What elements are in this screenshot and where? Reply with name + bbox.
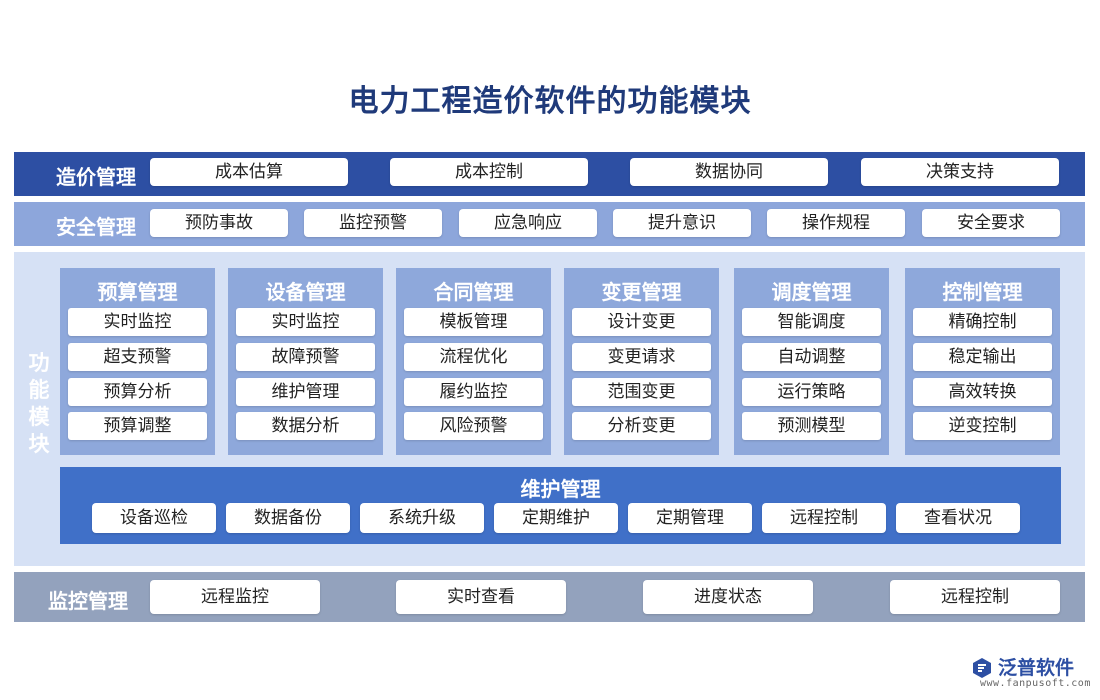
monitor-item[interactable]: 进度状态 — [643, 580, 813, 614]
brand-name: 泛普软件 — [998, 657, 1075, 679]
module-title: 设备管理 — [265, 280, 346, 304]
safety-management-band: 安全管理 预防事故 监控预警 应急响应 提升意识 操作规程 安全要求 — [14, 202, 1085, 246]
safety-item[interactable]: 操作规程 — [767, 209, 905, 237]
monitoring-management-band: 监控管理 远程监控 实时查看 进度状态 远程控制 — [14, 572, 1085, 622]
module-card-contract: 合同管理 模板管理 流程优化 履约监控 风险预警 — [396, 268, 551, 455]
monitor-item[interactable]: 远程控制 — [890, 580, 1060, 614]
module-item[interactable]: 超支预警 — [68, 343, 207, 371]
module-item[interactable]: 设计变更 — [572, 308, 711, 336]
module-item[interactable]: 预测模型 — [742, 412, 881, 440]
module-item[interactable]: 精确控制 — [913, 308, 1052, 336]
cost-item[interactable]: 决策支持 — [861, 158, 1059, 186]
brand-logo: 泛普软件 www.fanpusoft.com — [968, 653, 1093, 693]
safety-management-label: 安全管理 — [56, 215, 136, 239]
module-item[interactable]: 分析变更 — [572, 412, 711, 440]
module-item[interactable]: 实时监控 — [68, 308, 207, 336]
cost-item[interactable]: 成本控制 — [390, 158, 588, 186]
page-title: 电力工程造价软件的功能模块 — [348, 84, 752, 119]
brand-url: www.fanpusoft.com — [980, 678, 1091, 689]
module-item[interactable]: 维护管理 — [236, 378, 375, 406]
label-char: 能 — [28, 378, 50, 402]
label-char: 功 — [28, 351, 50, 375]
label-char: 模 — [28, 405, 50, 429]
monitor-item[interactable]: 实时查看 — [396, 580, 566, 614]
module-title: 合同管理 — [433, 280, 514, 304]
function-modules-band: 功 能 模 块 预算管理 实时监控 超支预警 预算分析 预算调整 设备管理 实时… — [14, 252, 1085, 566]
module-item[interactable]: 预算调整 — [68, 412, 207, 440]
module-title: 调度管理 — [771, 280, 852, 304]
module-title: 控制管理 — [942, 280, 1023, 304]
module-title: 变更管理 — [601, 280, 682, 304]
module-item[interactable]: 故障预警 — [236, 343, 375, 371]
module-item[interactable]: 逆变控制 — [913, 412, 1052, 440]
module-item[interactable]: 流程优化 — [404, 343, 543, 371]
monitor-item[interactable]: 远程监控 — [150, 580, 320, 614]
cost-management-label: 造价管理 — [56, 165, 136, 189]
maintenance-item[interactable]: 系统升级 — [360, 503, 484, 533]
maintenance-item[interactable]: 定期管理 — [628, 503, 752, 533]
maintenance-item[interactable]: 查看状况 — [896, 503, 1020, 533]
module-item[interactable]: 预算分析 — [68, 378, 207, 406]
label-char: 块 — [28, 432, 50, 456]
module-card-dispatch: 调度管理 智能调度 自动调整 运行策略 预测模型 — [734, 268, 889, 455]
module-item[interactable]: 数据分析 — [236, 412, 375, 440]
module-title: 预算管理 — [97, 280, 178, 304]
maintenance-item[interactable]: 设备巡检 — [92, 503, 216, 533]
monitoring-management-label: 监控管理 — [48, 589, 128, 613]
module-item[interactable]: 高效转换 — [913, 378, 1052, 406]
module-item[interactable]: 稳定输出 — [913, 343, 1052, 371]
cost-item[interactable]: 成本估算 — [150, 158, 348, 186]
safety-item[interactable]: 提升意识 — [613, 209, 751, 237]
module-card-control: 控制管理 精确控制 稳定输出 高效转换 逆变控制 — [905, 268, 1060, 455]
maintenance-panel: 维护管理 设备巡检 数据备份 系统升级 定期维护 定期管理 远程控制 查看状况 — [60, 467, 1061, 544]
maintenance-item[interactable]: 数据备份 — [226, 503, 350, 533]
module-item[interactable]: 风险预警 — [404, 412, 543, 440]
brand-logo-icon — [973, 658, 991, 678]
maintenance-item[interactable]: 远程控制 — [762, 503, 886, 533]
module-card-budget: 预算管理 实时监控 超支预警 预算分析 预算调整 — [60, 268, 215, 455]
cost-item[interactable]: 数据协同 — [630, 158, 828, 186]
safety-item[interactable]: 安全要求 — [922, 209, 1060, 237]
module-item[interactable]: 智能调度 — [742, 308, 881, 336]
module-item[interactable]: 变更请求 — [572, 343, 711, 371]
module-item[interactable]: 运行策略 — [742, 378, 881, 406]
safety-item[interactable]: 预防事故 — [150, 209, 288, 237]
module-item[interactable]: 履约监控 — [404, 378, 543, 406]
cost-management-band: 造价管理 成本估算 成本控制 数据协同 决策支持 — [14, 152, 1085, 196]
safety-item[interactable]: 监控预警 — [304, 209, 442, 237]
module-item[interactable]: 范围变更 — [572, 378, 711, 406]
module-card-equipment: 设备管理 实时监控 故障预警 维护管理 数据分析 — [228, 268, 383, 455]
maintenance-item[interactable]: 定期维护 — [494, 503, 618, 533]
function-modules-label: 功 能 模 块 — [26, 350, 52, 458]
module-item[interactable]: 模板管理 — [404, 308, 543, 336]
maintenance-title: 维护管理 — [520, 477, 601, 501]
module-item[interactable]: 自动调整 — [742, 343, 881, 371]
module-card-change: 变更管理 设计变更 变更请求 范围变更 分析变更 — [564, 268, 719, 455]
safety-item[interactable]: 应急响应 — [459, 209, 597, 237]
module-item[interactable]: 实时监控 — [236, 308, 375, 336]
